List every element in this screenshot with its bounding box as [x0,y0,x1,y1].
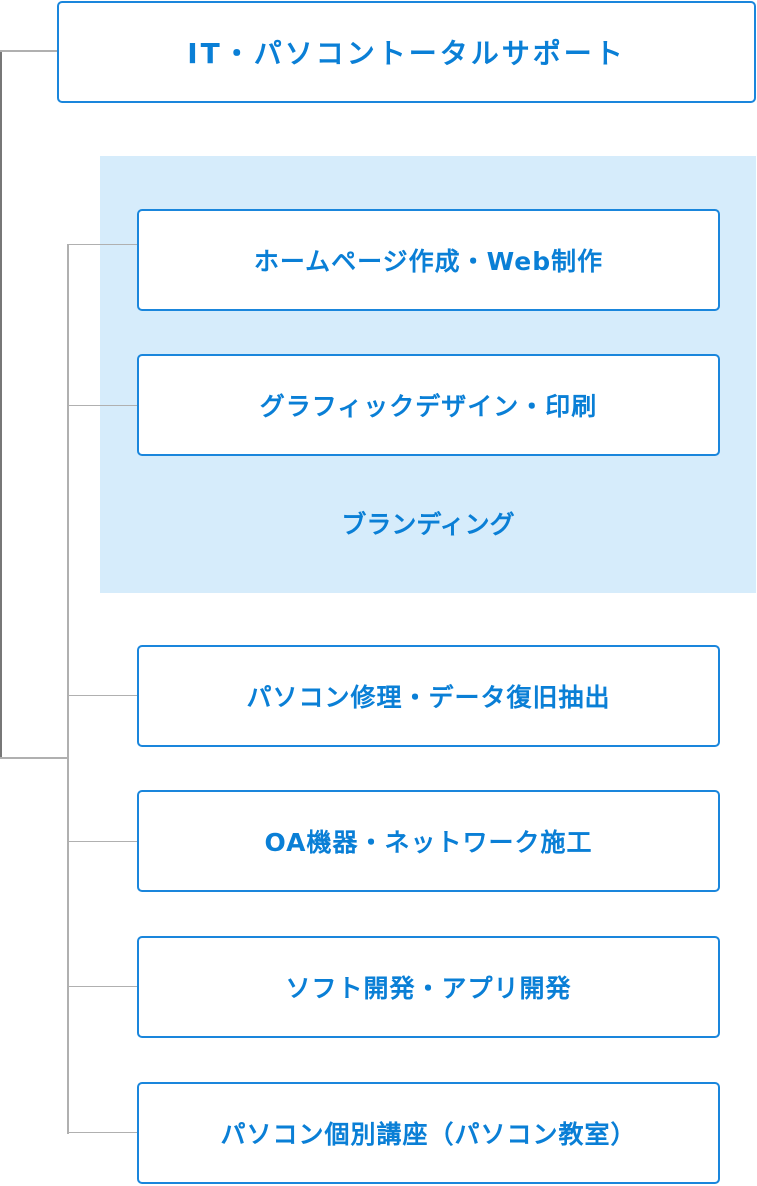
node-web-production[interactable]: ホームページ作成・Web制作 [137,209,720,311]
branch-line [67,405,137,406]
trunk-connector-horizontal [0,757,68,759]
branch-line [67,244,137,245]
branch-line [67,1132,137,1133]
node-pc-lessons[interactable]: パソコン個別講座（パソコン教室） [137,1082,720,1184]
root-connector-vertical [0,50,2,759]
node-graphic-design[interactable]: グラフィックデザイン・印刷 [137,354,720,456]
node-software-dev[interactable]: ソフト開発・アプリ開発 [137,936,720,1038]
root-node[interactable]: IT・パソコントータルサポート [57,1,756,103]
branch-line [67,695,137,696]
branch-line [67,986,137,987]
branch-line [67,841,137,842]
root-connector-horizontal [0,50,57,52]
node-pc-repair[interactable]: パソコン修理・データ復旧抽出 [137,645,720,747]
node-oa-network[interactable]: OA機器・ネットワーク施工 [137,790,720,892]
trunk-connector-vertical [67,245,69,1134]
branding-group-label: ブランディング [341,510,515,539]
